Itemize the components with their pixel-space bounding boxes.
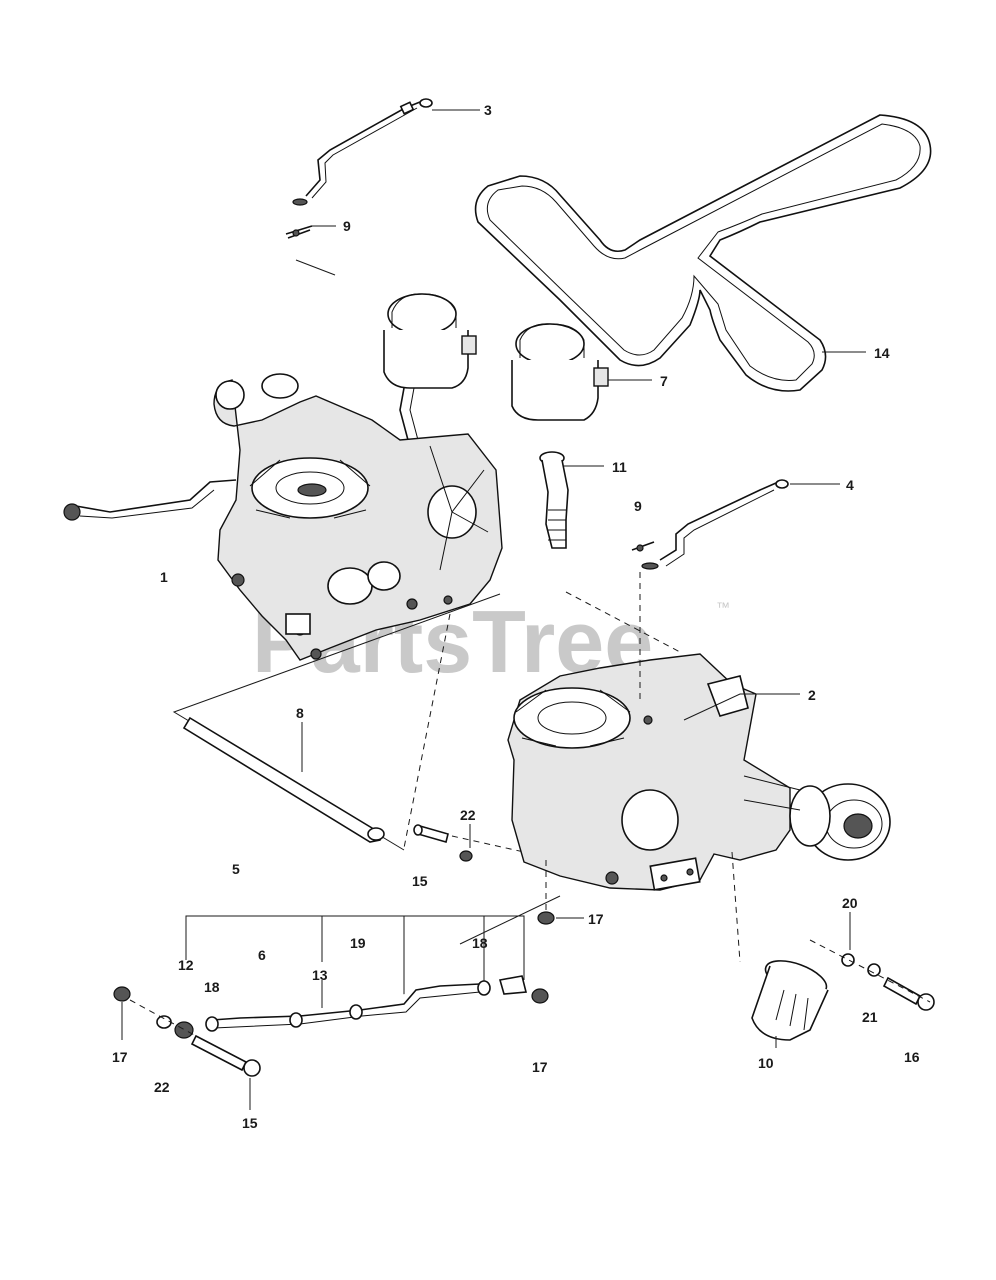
hair-pin-clip-upper[interactable] <box>285 225 313 239</box>
hair-pin-clip-lower[interactable] <box>631 541 655 552</box>
washer-22-left[interactable] <box>156 1015 172 1029</box>
nut-17-mid[interactable] <box>537 911 555 925</box>
callout-10: 10 <box>758 1055 774 1071</box>
callout-15-left: 15 <box>242 1115 258 1131</box>
oil-filter[interactable] <box>751 954 831 1041</box>
callout-7: 7 <box>660 373 668 389</box>
hydrostatic-transmission-right[interactable] <box>507 653 891 891</box>
washer-22-mid[interactable] <box>459 850 473 862</box>
callout-17-bottom: 17 <box>532 1059 548 1075</box>
callout-6: 6 <box>258 947 266 963</box>
callout-11: 11 <box>612 459 627 475</box>
callout-21: 21 <box>862 1009 878 1025</box>
callout-3: 3 <box>484 102 492 118</box>
callout-15-mid: 15 <box>412 873 428 889</box>
callout-5: 5 <box>232 861 240 877</box>
callout-22-left: 22 <box>154 1079 170 1095</box>
bushing-18[interactable] <box>174 1021 194 1039</box>
washer-20[interactable] <box>841 953 855 967</box>
oil-reservoir-left[interactable] <box>383 293 477 389</box>
control-rod-lower[interactable] <box>641 479 789 570</box>
linkage-rod-lower[interactable] <box>205 980 491 1032</box>
callout-20: 20 <box>842 895 858 911</box>
callout-1: 1 <box>160 569 168 585</box>
callout-9-upper: 9 <box>343 218 351 234</box>
ball-joint-end[interactable] <box>498 975 549 1004</box>
bolt-15-mid[interactable] <box>413 824 449 843</box>
callout-22-mid: 22 <box>460 807 476 823</box>
bolt-16[interactable] <box>882 976 935 1011</box>
lock-washer-21[interactable] <box>867 963 881 977</box>
linkage-rod-left[interactable] <box>63 479 237 521</box>
trademark-symbol: ™ <box>716 599 730 615</box>
callout-9-lower: 9 <box>634 498 642 514</box>
callout-8: 8 <box>296 705 304 721</box>
callout-13: 13 <box>312 967 328 983</box>
control-rod-upper[interactable] <box>292 98 433 206</box>
reservoir-fitting-hose[interactable] <box>539 451 569 549</box>
callout-18-right: 18 <box>472 935 488 951</box>
hydrostatic-transmission-left[interactable] <box>213 373 503 661</box>
callout-4: 4 <box>846 477 854 493</box>
cross-shaft[interactable] <box>182 716 385 843</box>
callout-2: 2 <box>808 687 816 703</box>
bolt-15-left[interactable] <box>190 1034 261 1077</box>
drive-belt[interactable] <box>474 114 932 392</box>
callout-14: 14 <box>874 345 890 361</box>
callout-17-left: 17 <box>112 1049 128 1065</box>
callout-18-left: 18 <box>204 979 220 995</box>
oil-reservoir-right[interactable] <box>511 323 609 421</box>
callout-17-mid: 17 <box>588 911 604 927</box>
callout-16: 16 <box>904 1049 920 1065</box>
callout-19: 19 <box>350 935 366 951</box>
callout-12: 12 <box>178 957 194 973</box>
nut-17-left[interactable] <box>113 986 131 1002</box>
